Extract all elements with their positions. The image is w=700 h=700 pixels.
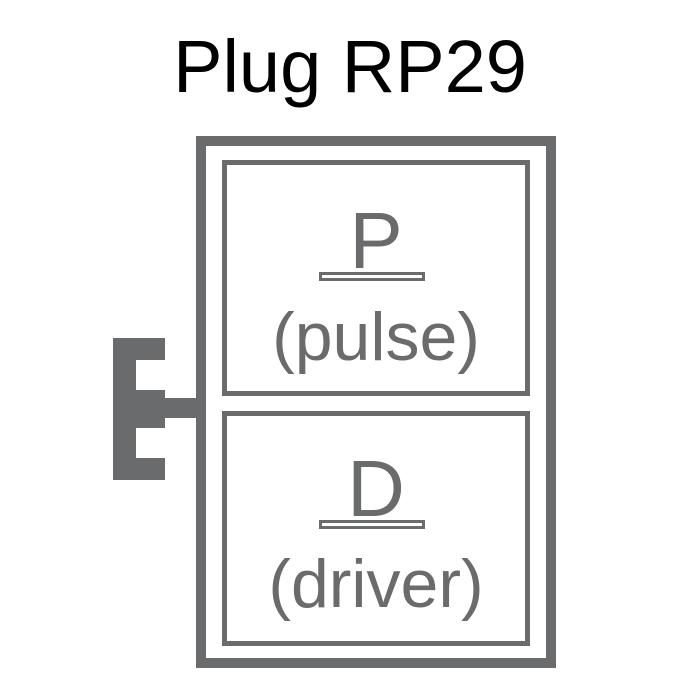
section-letter: P	[349, 196, 403, 285]
section-label: (driver)	[268, 546, 484, 622]
section-pulse: P (pulse)	[222, 160, 530, 396]
diagram-title: Plug RP29	[173, 25, 527, 108]
section-letter: D	[347, 444, 405, 533]
section-underline	[319, 520, 425, 529]
section-driver: D (driver)	[222, 411, 530, 646]
connector-e-shape	[113, 338, 200, 480]
section-label: (pulse)	[272, 299, 480, 375]
section-underline	[319, 272, 425, 281]
